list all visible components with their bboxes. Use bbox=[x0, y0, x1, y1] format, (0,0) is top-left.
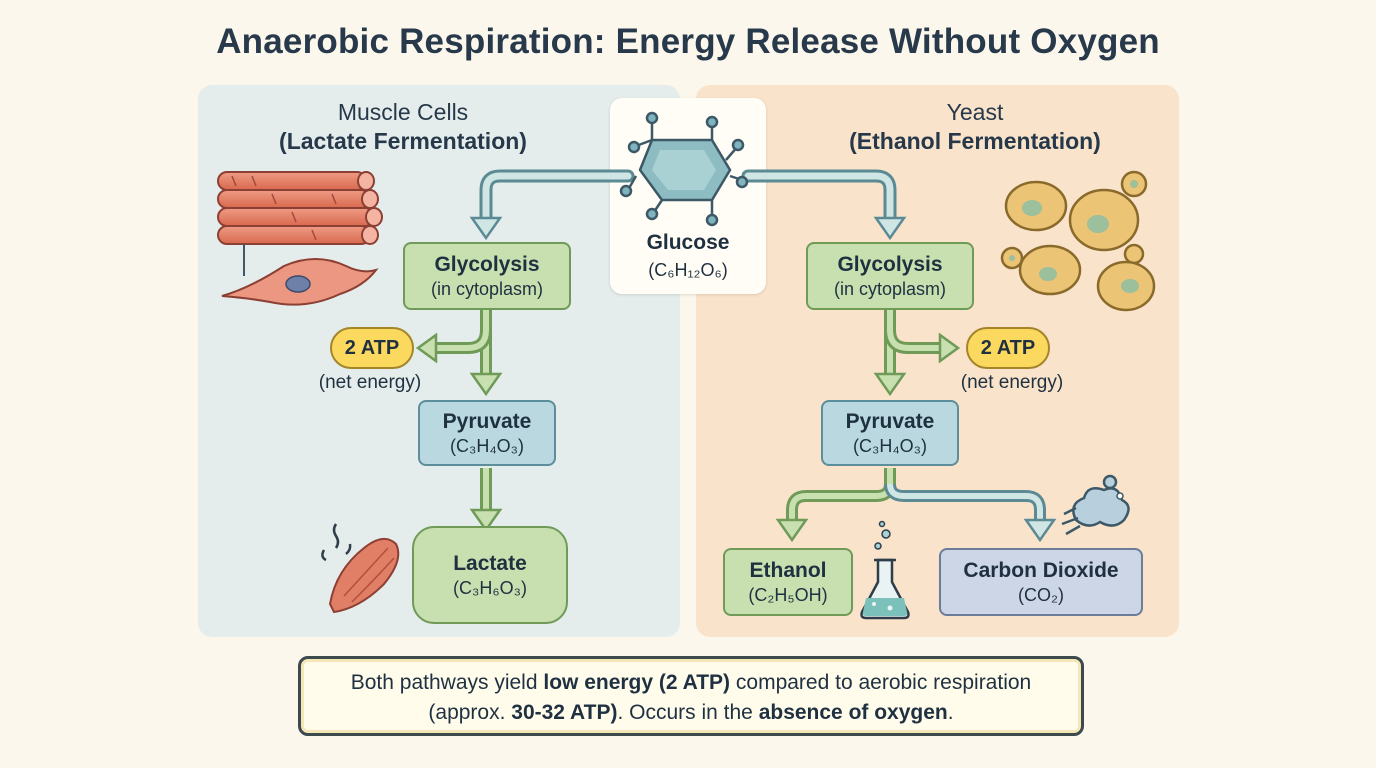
glucose-to-left-glycolysis-arrow bbox=[469, 169, 635, 241]
left-glycolysis-box: Glycolysis (in cytoplasm) bbox=[403, 242, 571, 310]
yeast-title: Yeast bbox=[946, 99, 1004, 125]
left-pyruvate-formula: (C₃H₄O₃) bbox=[450, 435, 524, 456]
muscle-subtitle: (Lactate Fermentation) bbox=[279, 128, 527, 154]
muscle-cell-icon bbox=[221, 258, 379, 306]
glucose-formula: (C₆H₁₂O₆) bbox=[648, 260, 728, 280]
muscle-panel-title: Muscle Cells (Lactate Fermentation) bbox=[198, 98, 608, 156]
summary-bold-3: absence of oxygen bbox=[758, 701, 948, 724]
pyruvate-to-co2-arrow bbox=[884, 483, 1057, 543]
co2-formula: (CO₂) bbox=[1018, 584, 1064, 605]
left-atp-note: (net energy) bbox=[318, 372, 422, 393]
co2-name: Carbon Dioxide bbox=[963, 558, 1119, 582]
left-atp-badge: 2 ATP bbox=[330, 327, 414, 369]
summary-text-2: compared to aerobic respiration bbox=[730, 671, 1032, 694]
right-atp-arrow bbox=[884, 329, 961, 364]
right-glycolysis-note: (in cytoplasm) bbox=[833, 278, 947, 299]
glucose-label: Glucose (C₆H₁₂O₆) bbox=[610, 0, 766, 300]
left-atp-arrow bbox=[415, 329, 492, 364]
left-glycolysis-note: (in cytoplasm) bbox=[430, 278, 544, 299]
left-pyruvate-name: Pyruvate bbox=[442, 409, 532, 433]
right-atp-note: (net energy) bbox=[960, 372, 1064, 393]
summary-line-1: Both pathways yield low energy (2 ATP) c… bbox=[301, 668, 1081, 698]
glucose-name: Glucose bbox=[646, 231, 730, 254]
pyruvate-to-ethanol-arrow bbox=[775, 468, 896, 543]
yeast-panel-title: Yeast (Ethanol Fermentation) bbox=[770, 98, 1180, 156]
ethanol-name: Ethanol bbox=[749, 558, 827, 582]
right-pyruvate-name: Pyruvate bbox=[845, 409, 935, 433]
summary-text-4: . Occurs in the bbox=[617, 701, 759, 724]
ethanol-box: Ethanol (C₂H₅OH) bbox=[723, 548, 853, 616]
summary-text-3: (approx. bbox=[428, 701, 512, 724]
left-pyruvate-to-lactate-arrow bbox=[469, 468, 503, 533]
co2-box: Carbon Dioxide (CO₂) bbox=[939, 548, 1143, 616]
summary-box: Both pathways yield low energy (2 ATP) c… bbox=[298, 656, 1084, 736]
left-glycolysis-name: Glycolysis bbox=[434, 252, 540, 276]
right-pyruvate-box: Pyruvate (C₃H₄O₃) bbox=[821, 400, 959, 466]
gas-cloud-icon bbox=[1061, 474, 1130, 536]
summary-line-2: (approx. 30-32 ATP). Occurs in the absen… bbox=[301, 698, 1081, 728]
lactate-formula: (C₃H₆O₃) bbox=[453, 577, 527, 598]
right-atp-badge: 2 ATP bbox=[966, 327, 1050, 369]
flask-icon bbox=[860, 520, 910, 620]
right-glycolysis-name: Glycolysis bbox=[837, 252, 943, 276]
muscle-fibers-icon bbox=[217, 171, 383, 276]
muscle-title: Muscle Cells bbox=[337, 99, 469, 125]
summary-bold-2: 30-32 ATP) bbox=[511, 701, 618, 724]
glucose-to-right-glycolysis-arrow bbox=[741, 169, 907, 241]
right-glycolysis-box: Glycolysis (in cytoplasm) bbox=[806, 242, 974, 310]
lactate-name: Lactate bbox=[453, 551, 527, 575]
yeast-cells-icon bbox=[1000, 170, 1156, 312]
ethanol-formula: (C₂H₅OH) bbox=[748, 584, 828, 605]
yeast-subtitle: (Ethanol Fermentation) bbox=[849, 128, 1101, 154]
lactate-box: Lactate (C₃H₆O₃) bbox=[412, 526, 568, 624]
glucose-molecule-icon bbox=[619, 111, 749, 227]
summary-text-5: . bbox=[947, 701, 954, 724]
right-pyruvate-formula: (C₃H₄O₃) bbox=[853, 435, 927, 456]
diagram-title: Anaerobic Respiration: Energy Release Wi… bbox=[216, 22, 1160, 61]
summary-text-1: Both pathways yield bbox=[350, 671, 544, 694]
left-pyruvate-box: Pyruvate (C₃H₄O₃) bbox=[418, 400, 556, 466]
sore-muscle-icon bbox=[321, 523, 400, 614]
summary-bold-1: low energy (2 ATP) bbox=[543, 671, 731, 694]
